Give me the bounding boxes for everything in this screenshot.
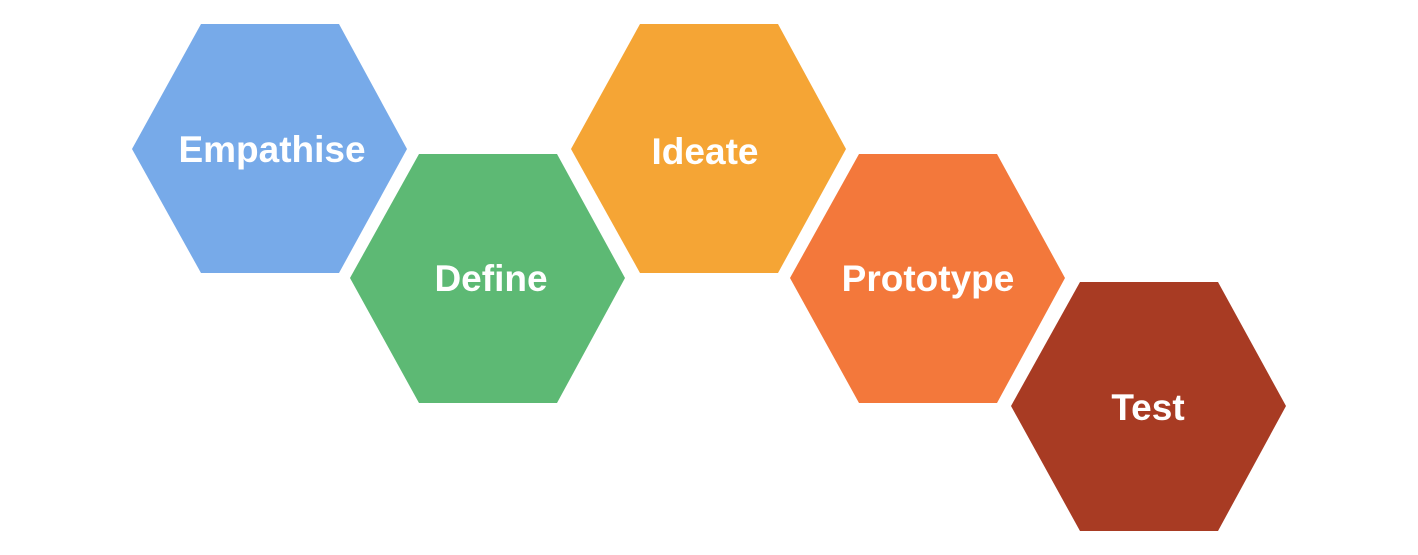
stage-label-empathise: Empathise: [178, 129, 365, 170]
hexagon-prototype: [790, 154, 1065, 403]
stage-label-prototype: Prototype: [842, 258, 1015, 299]
hexagon-test: [1011, 282, 1286, 531]
hexagon-define: [350, 154, 625, 403]
stage-ideate: Ideate: [571, 24, 846, 273]
stage-label-ideate: Ideate: [652, 131, 759, 172]
stage-empathise: Empathise: [132, 24, 407, 273]
stage-define: Define: [350, 154, 625, 403]
stage-test: Test: [1011, 282, 1286, 531]
stage-label-define: Define: [434, 258, 547, 299]
stage-label-test: Test: [1111, 387, 1184, 428]
stage-prototype: Prototype: [790, 154, 1065, 403]
hexagon-empathise: [132, 24, 407, 273]
hexagon-ideate: [571, 24, 846, 273]
